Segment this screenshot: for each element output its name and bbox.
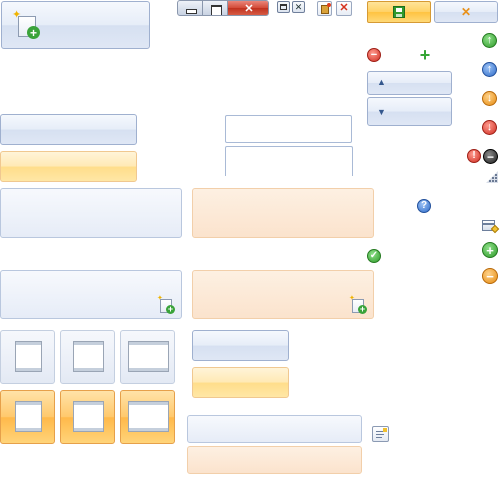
arrow-up-green-icon[interactable]: ↑ — [482, 33, 497, 48]
wide-peach-field[interactable] — [187, 446, 362, 474]
text-area[interactable] — [225, 146, 353, 176]
triangle-up-icon: ▲ — [377, 77, 386, 87]
window-frame-icon — [128, 401, 169, 432]
new-item-icon: ✦ + — [12, 9, 42, 40]
medium-orange-button[interactable] — [192, 367, 289, 398]
triangle-down-icon: ▼ — [377, 107, 386, 117]
error-icon: ! — [467, 149, 481, 163]
medium-blue-button[interactable] — [192, 330, 289, 361]
small-close-button[interactable]: ✕ — [292, 1, 305, 13]
layout-tile-3[interactable] — [120, 330, 175, 384]
arrow-down-red-icon[interactable]: ↓ — [482, 120, 497, 135]
expand-button[interactable]: ▼ — [367, 97, 452, 126]
delete-doc-icon: ✕ — [339, 2, 349, 14]
window-frame-icon — [15, 341, 42, 372]
add-item-small-icon[interactable]: ✦ + — [157, 295, 176, 315]
blue-panel-with-add: ✦ + — [0, 270, 182, 319]
minimize-icon — [186, 9, 197, 14]
arrow-down-orange-icon[interactable]: ↓ — [482, 91, 497, 106]
close-button[interactable]: ✕ — [228, 1, 268, 15]
close-icon: ✕ — [244, 2, 254, 15]
small-restore-icon — [280, 4, 287, 10]
minus-black-icon[interactable]: − — [483, 149, 498, 164]
remove-icon[interactable]: − — [367, 48, 381, 62]
window-frame-icon — [128, 341, 169, 372]
arrow-up-blue-icon[interactable]: ↑ — [482, 62, 497, 77]
delete-doc-button[interactable]: ✕ — [336, 1, 352, 16]
edit-icon[interactable] — [482, 219, 500, 234]
cancel-button[interactable]: ✕ — [434, 1, 498, 23]
pin-button[interactable] — [317, 1, 332, 16]
peach-panel — [192, 188, 374, 238]
layout-tile-1[interactable] — [0, 330, 55, 384]
minimize-button[interactable] — [178, 1, 203, 15]
plus-green-icon[interactable]: + — [482, 242, 498, 258]
help-icon[interactable]: ? — [417, 199, 431, 213]
add-item-small-icon[interactable]: ✦ + — [349, 295, 368, 315]
layout-tile-2[interactable] — [60, 330, 115, 384]
star-icon: ✦ — [12, 9, 22, 21]
layout-tile-5[interactable] — [60, 390, 115, 444]
orange-bar-button[interactable] — [0, 151, 137, 182]
small-close-icon: ✕ — [294, 1, 303, 12]
layout-tile-6[interactable] — [120, 390, 175, 444]
resize-grip-icon[interactable] — [486, 171, 498, 183]
collapse-button[interactable]: ▲ — [367, 71, 452, 95]
cancel-icon: ✕ — [460, 5, 472, 19]
restore-icon — [211, 5, 222, 15]
restore-button[interactable] — [203, 1, 228, 15]
add-new-button[interactable]: ✦ + — [1, 1, 150, 49]
peach-panel-with-add: ✦ + — [192, 270, 374, 319]
blue-bar-button[interactable] — [0, 114, 137, 145]
save-icon — [393, 6, 405, 18]
check-icon: ✓ — [367, 249, 381, 263]
window-frame-icon — [15, 401, 42, 432]
minus-orange-icon[interactable]: − — [482, 268, 498, 284]
window-frame-icon — [73, 401, 104, 432]
note-icon[interactable] — [372, 426, 389, 442]
layout-tile-4[interactable] — [0, 390, 55, 444]
pin-icon — [321, 5, 329, 14]
small-restore-button[interactable] — [277, 1, 290, 13]
window-frame-icon — [73, 341, 104, 372]
wide-blue-field[interactable] — [187, 415, 362, 443]
window-caption-buttons: ✕ — [177, 0, 269, 16]
save-button[interactable] — [367, 1, 431, 23]
blue-panel — [0, 188, 182, 238]
add-icon[interactable]: + — [419, 45, 431, 65]
text-field[interactable] — [225, 115, 352, 143]
